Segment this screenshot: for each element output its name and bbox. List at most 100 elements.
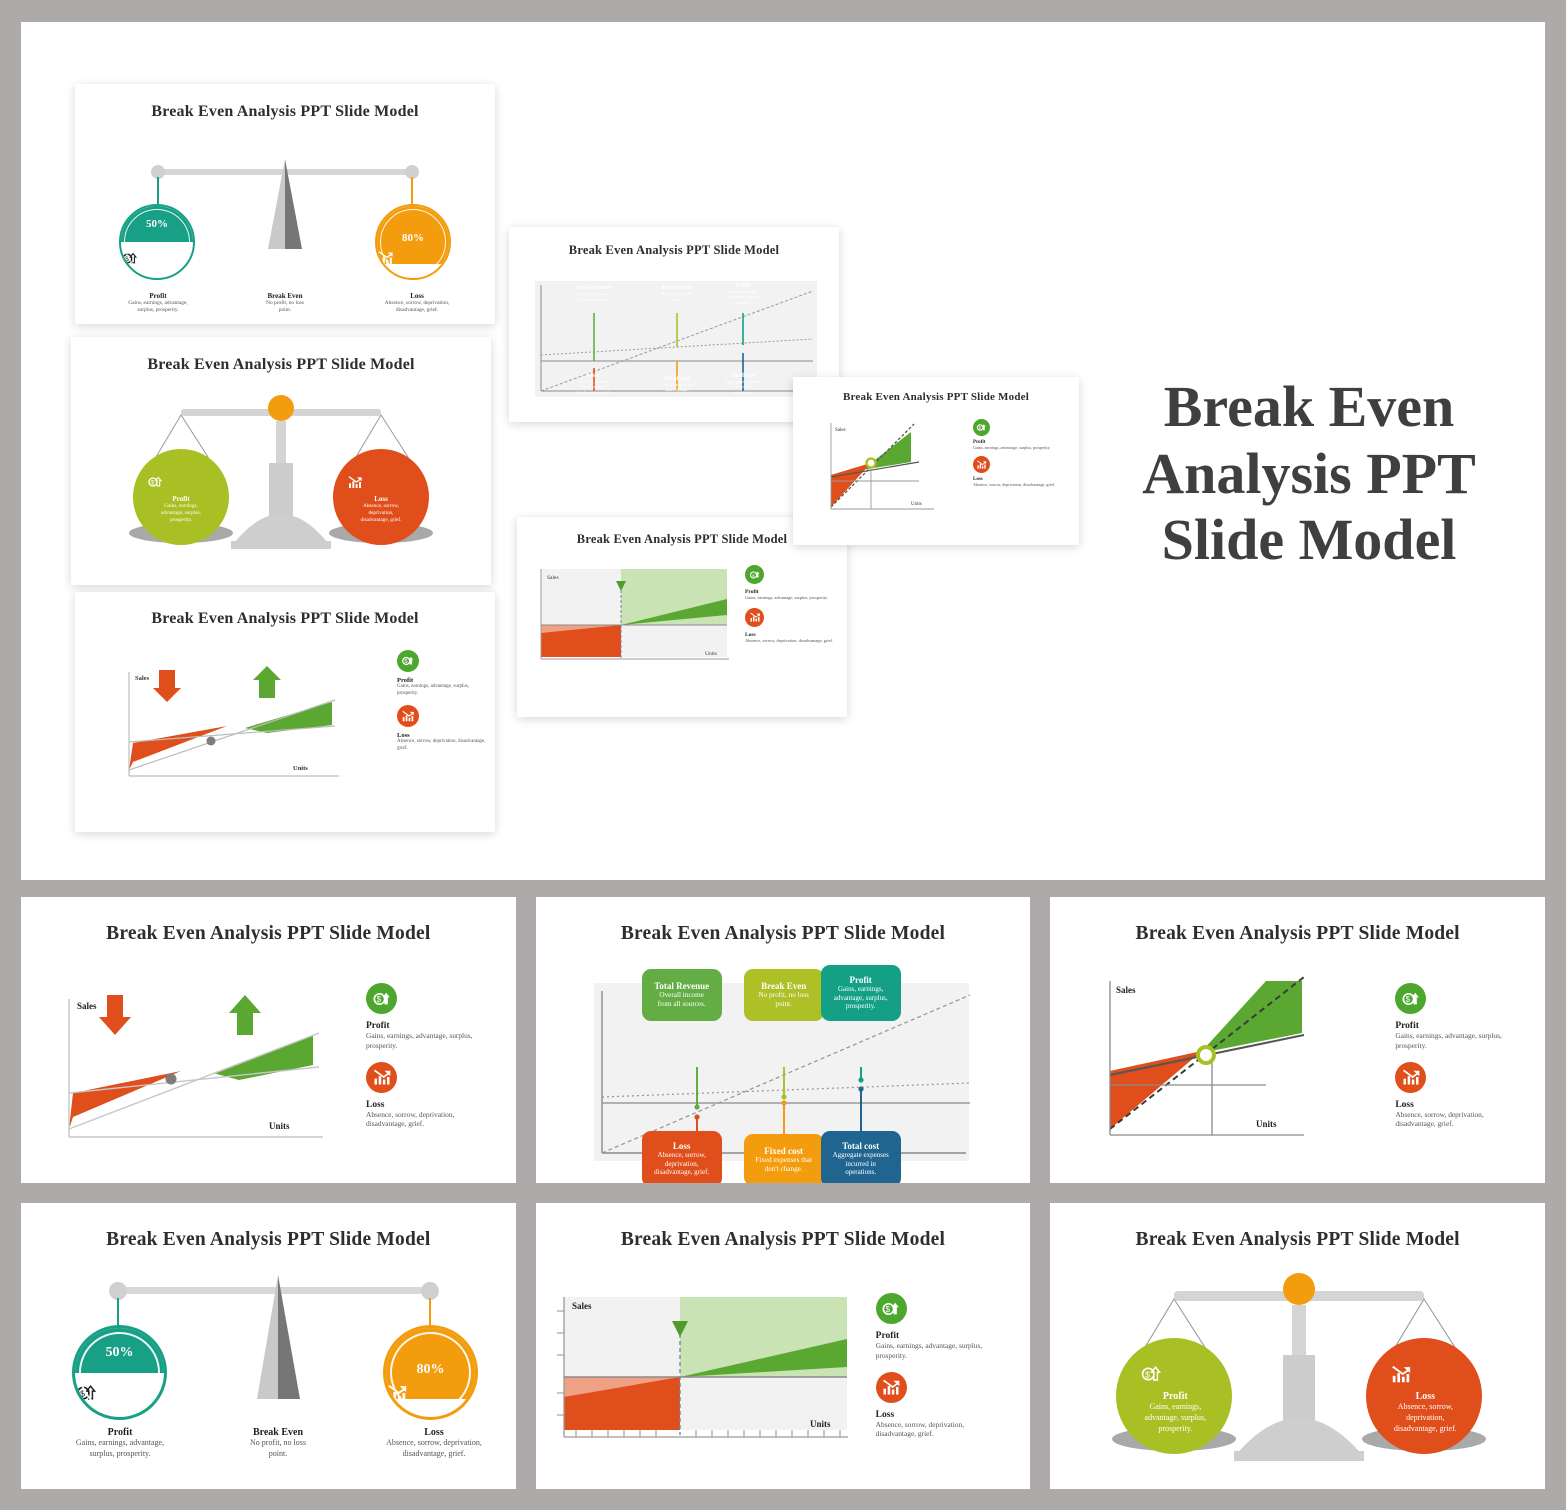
legend-block: $ Profit Gains, earnings, advantage, sur… — [366, 983, 490, 1129]
callout-desc-line: prosperity. — [845, 1002, 876, 1011]
balance-desc-line: deprivation, — [368, 510, 394, 517]
callout-profit[interactable]: Profit Gains, earnings, advantage, surpl… — [820, 965, 901, 1021]
callout-desc-line: Gains, earnings, — [728, 288, 758, 294]
profit-money-up-icon: $ — [148, 476, 163, 487]
balance-desc-line: prosperity. — [170, 517, 192, 524]
balance-profit-text: Profit Gains, earnings, advantage, surpl… — [147, 495, 215, 524]
callout-loss[interactable]: Loss Absence, sorrow, deprivation, disad… — [561, 363, 625, 405]
caption-desc-line: Absence, sorrow, deprivation, — [386, 1438, 482, 1447]
balance-profit-title: Profit — [172, 495, 190, 503]
beam-left-knob — [109, 1282, 127, 1300]
gauge-profit[interactable]: 50% $ — [119, 204, 195, 280]
slide-title: Break Even Analysis PPT Slide Model — [568, 243, 780, 257]
callout-fixed-cost[interactable]: Fixed cost Fixed expenses that don't cha… — [645, 363, 709, 405]
callout-chart-svg — [540, 285, 814, 392]
hero-slide-crossing[interactable]: Break Even Analysis PPT Slide Model Sale… — [75, 592, 495, 832]
caption-desc-line: Gains, earnings, advantage, — [75, 1438, 165, 1447]
grid-slide-callouts[interactable]: Break Even Analysis PPT Slide Model — [535, 897, 1031, 1183]
legend-profit-title: Profit — [745, 589, 759, 595]
svg-text:Sales: Sales — [547, 575, 559, 581]
legend-profit-title: Profit — [397, 677, 414, 684]
balance-desc-line: prosperity. — [1158, 1423, 1193, 1433]
loss-chart-down-icon — [973, 456, 990, 474]
callout-break-even[interactable]: Break Even No profit, no loss point. — [743, 969, 824, 1021]
balance-desc-line: Absence, sorrow, — [363, 503, 399, 509]
callout-total-cost[interactable]: Total cost Aggregate expenses incurred i… — [820, 1131, 901, 1183]
callout-total-revenue[interactable]: Total Revenue Overall income from all so… — [641, 969, 722, 1021]
legend-block: $ Profit Gains, earnings, advantage, sur… — [875, 1293, 1004, 1439]
grid-slide-gauges[interactable]: Break Even Analysis PPT Slide Model 50% … — [21, 1203, 516, 1489]
hero-slide-callouts[interactable]: Break Even Analysis PPT Slide Model — [509, 227, 839, 422]
gauge-loss[interactable]: 80% — [383, 1325, 478, 1420]
callout-title: Break Even — [761, 981, 807, 991]
callout-desc-line: operations. — [733, 389, 753, 395]
legend-loss-desc: Absence, sorrow, deprivation, disadvanta… — [875, 1419, 965, 1439]
hero-slide-dashed[interactable]: Break Even Analysis PPT Slide Model Sale… — [793, 377, 1079, 545]
loss-chart-down-icon — [348, 476, 362, 488]
hero-slide-gauges[interactable]: Break Even Analysis PPT Slide Model 50% … — [75, 84, 495, 324]
balance-loss-title: Loss — [374, 495, 388, 503]
legend-profit-title: Profit — [973, 440, 986, 445]
callout-break-even[interactable]: Break Even No profit, no loss point. — [645, 273, 709, 315]
left-hanger — [157, 177, 159, 205]
slide-title: Break Even Analysis PPT Slide Model — [1135, 1229, 1460, 1250]
callout-fixed-cost[interactable]: Fixed cost Fixed expenses that don't cha… — [743, 1134, 824, 1183]
grid-slide-dashed[interactable]: Break Even Analysis PPT Slide Model Sale… — [1050, 897, 1545, 1183]
legend-profit-title: Profit — [1395, 1021, 1419, 1031]
caption-profit: Profit Gains, earnings, advantage, surpl… — [59, 1427, 181, 1460]
slide-title: Break Even Analysis PPT Slide Model — [106, 1229, 431, 1250]
callout-title: Total Revenue — [574, 285, 612, 292]
pivot-dot — [268, 395, 294, 421]
loss-chart-down-icon — [397, 705, 419, 727]
grid-slide-crossing[interactable]: Break Even Analysis PPT Slide Model Sale… — [21, 897, 516, 1183]
callout-chart: Total Revenue Overall income from all so… — [593, 965, 979, 1183]
legend-loss-desc: Absence, sorrow, deprivation, disadvanta… — [366, 1109, 455, 1129]
caption-loss: Loss Absence, sorrow, deprivation, disad… — [358, 292, 476, 314]
callout-desc-line: deprivation, — [664, 1159, 699, 1168]
legend-loss-title: Loss — [973, 477, 983, 483]
slide-title: Break Even Analysis PPT Slide Model — [147, 356, 415, 373]
grid-slide-quadrant[interactable]: Break Even Analysis PPT Slide Model — [535, 1203, 1031, 1489]
callout-total-revenue[interactable]: Total Revenue Overall income from all so… — [561, 273, 625, 315]
callout-total-cost[interactable]: Total cost Aggregate expenses incurred i… — [711, 363, 775, 405]
dashed-chart-svg: Sales Units — [830, 423, 934, 510]
svg-text:Sales: Sales — [77, 1001, 97, 1011]
callout-title: Total Revenue — [654, 981, 710, 991]
quadrant-chart-svg: Sales Units — [540, 569, 729, 660]
svg-text:$: $ — [979, 425, 982, 430]
gauge-inner-ring — [390, 1332, 471, 1413]
loss-chart-down-icon — [875, 1371, 907, 1403]
legend-profit-desc: Gains, earnings, advantage, surplus, pro… — [397, 684, 470, 696]
callout-desc-line: Absence, sorrow, — [577, 378, 609, 384]
gauge-loss[interactable]: 80% — [375, 204, 451, 280]
svg-text:$: $ — [376, 995, 381, 1004]
callout-desc-line: operations. — [845, 1168, 877, 1177]
hero-slide-balance[interactable]: Break Even Analysis PPT Slide Model $ — [71, 337, 491, 585]
svg-text:Units: Units — [911, 502, 922, 507]
gauge-profit[interactable]: 50% $ — [72, 1325, 167, 1420]
caption-break-even: Break Even No profit, no loss point. — [217, 1427, 339, 1460]
callout-loss[interactable]: Loss Absence, sorrow, deprivation, disad… — [641, 1131, 722, 1183]
callout-profit[interactable]: Profit Gains, earnings, advantage, surpl… — [711, 273, 775, 315]
callout-title: Total cost — [730, 372, 756, 379]
caption-desc-line: point. — [268, 1448, 288, 1458]
callout-desc-line: from all sources. — [577, 297, 609, 302]
down-arrow-icon — [99, 995, 131, 1035]
svg-text:Sales: Sales — [135, 675, 150, 682]
callout-desc-line: incurred in — [733, 384, 753, 390]
callout-desc-line: don't change. — [764, 1165, 803, 1173]
callout-title: Total cost — [842, 1140, 880, 1151]
slide-title: Break Even Analysis PPT Slide Model — [843, 391, 1029, 403]
fulcrum-triangle-icon — [257, 1275, 300, 1399]
balance-desc-line: Absence, sorrow, — [1397, 1402, 1453, 1411]
gauge-inner-ring — [79, 1332, 160, 1413]
grid-slide-balance[interactable]: Break Even Analysis PPT Slide Model $ — [1050, 1203, 1545, 1489]
slide-title: Break Even Analysis PPT Slide Model — [576, 532, 788, 546]
dashed-chart-svg: Sales Units — [1109, 976, 1305, 1136]
caption-loss: Loss Absence, sorrow, deprivation, disad… — [369, 1427, 499, 1460]
legend-profit-desc: Gains, earnings, advantage, surplus, pro… — [1395, 1031, 1502, 1050]
down-arrow-icon — [153, 670, 181, 702]
hero-title-line-3: Slide Model — [1161, 507, 1457, 573]
balance-desc-line: disadvantage, grief. — [360, 517, 402, 524]
hero-slide-quadrant[interactable]: Break Even Analysis PPT Slide Model Sale… — [517, 517, 847, 717]
